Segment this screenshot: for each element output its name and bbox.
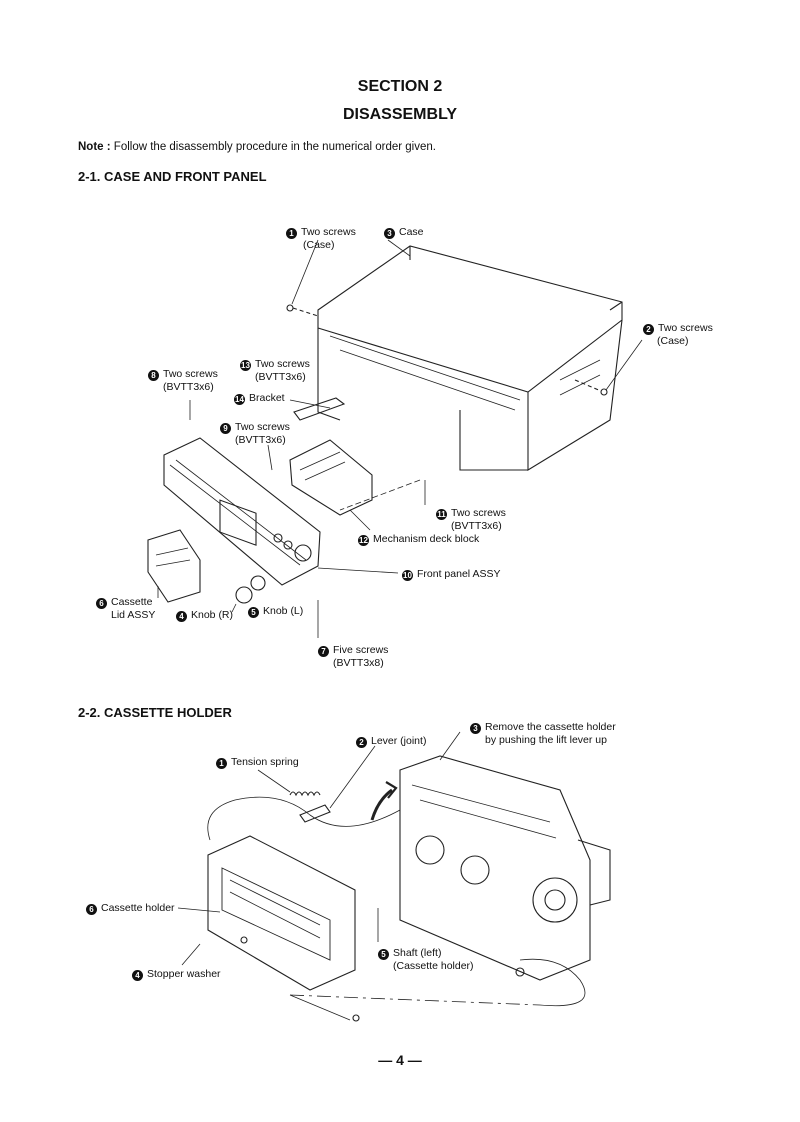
note: Note : Follow the disassembly procedure … [78, 141, 436, 153]
knob-l-panel [294, 544, 312, 562]
cassette-lid [147, 529, 201, 603]
screw-case-right [600, 388, 608, 396]
case-left-side [317, 328, 341, 421]
flywheel [532, 877, 578, 923]
mechanism-deck [289, 439, 373, 516]
tension-spring [289, 791, 321, 797]
case-front-panel-diagram [147, 239, 643, 638]
cassette-holder [207, 835, 356, 991]
lift-arrow [370, 788, 393, 821]
bracket [293, 397, 346, 421]
lever-joint [299, 804, 331, 823]
note-text: Follow the disassembly procedure in the … [113, 141, 436, 153]
reel-right [460, 855, 490, 885]
case-front-side [527, 319, 623, 471]
knob-r [235, 586, 253, 604]
section-heading-case: 2-1. CASE AND FRONT PANEL [78, 169, 267, 184]
knob-l [250, 575, 266, 591]
section-number: SECTION 2 [357, 78, 443, 95]
note-prefix: Note : [78, 141, 111, 153]
display-window [219, 499, 257, 546]
front-panel-outline [163, 437, 321, 586]
page-title: DISASSEMBLY [342, 106, 458, 123]
reel-left [415, 835, 445, 865]
page-number: — 4 — [378, 1052, 422, 1068]
section-heading-cassette: 2-2. CASSETTE HOLDER [78, 705, 232, 720]
mechanism-block [399, 755, 591, 981]
